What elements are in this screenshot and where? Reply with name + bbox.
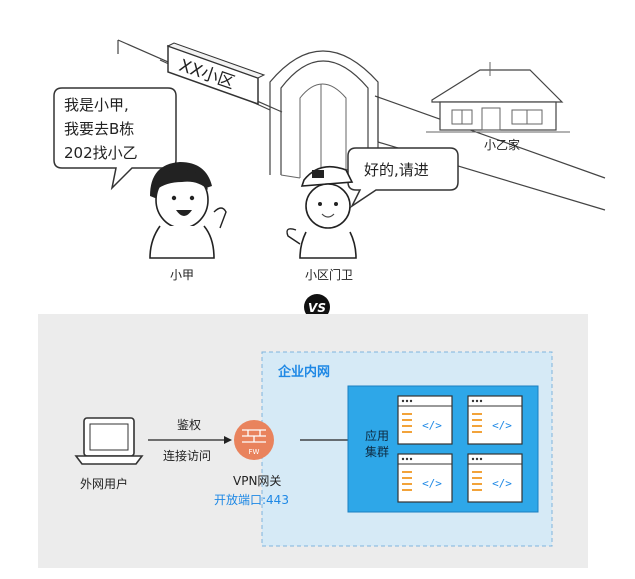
- port-label: 开放端口:443: [214, 492, 289, 507]
- vs-text: VS: [308, 301, 326, 315]
- speech-a-line-1: 我是小甲,: [64, 96, 129, 114]
- guard-label: 小区门卫: [305, 267, 353, 282]
- app-label-2: 集群: [365, 444, 389, 459]
- speech-bubble-a: 我是小甲, 我要去B栋 202找小乙: [53, 87, 177, 191]
- speech-bubble-b: 好的,请进: [347, 147, 459, 209]
- character-guard: 小区门卫: [286, 165, 357, 282]
- speech-a-line-3: 202找小乙: [64, 144, 138, 162]
- fw-text: FW: [249, 448, 260, 456]
- speech-a-line-2: 我要去B栋: [64, 120, 134, 138]
- character-a: 小甲: [149, 162, 227, 282]
- code-icon: </>: [492, 477, 512, 490]
- code-icon: </>: [492, 419, 512, 432]
- vpn-label: VPN网关: [233, 474, 281, 488]
- speech-b-text: 好的,请进: [364, 161, 429, 179]
- app-window-1: </>: [397, 395, 453, 445]
- house-illustration: 小乙家: [426, 62, 570, 152]
- firewall-icon: FW: [234, 420, 274, 460]
- arrow-bottom-label: 连接访问: [163, 448, 211, 463]
- code-icon: </>: [422, 477, 442, 490]
- client-label: 外网用户: [80, 476, 128, 491]
- community-sign: XX小区: [166, 42, 266, 106]
- character-a-label: 小甲: [170, 268, 194, 282]
- intranet-title: 企业内网: [277, 364, 330, 380]
- arrow-top-label: 鉴权: [177, 418, 201, 432]
- vs-badge: VS: [304, 294, 330, 320]
- house-label: 小乙家: [484, 137, 520, 152]
- app-window-4: </>: [467, 453, 523, 503]
- laptop-icon: [74, 417, 144, 465]
- app-label-1: 应用: [365, 428, 389, 443]
- wall-right-line: [374, 95, 606, 179]
- app-window-2: </>: [467, 395, 523, 445]
- code-icon: </>: [422, 419, 442, 432]
- app-window-3: </>: [397, 453, 453, 503]
- top-scene: XX小区 小乙家 我是小甲, 我要去B栋: [53, 39, 606, 282]
